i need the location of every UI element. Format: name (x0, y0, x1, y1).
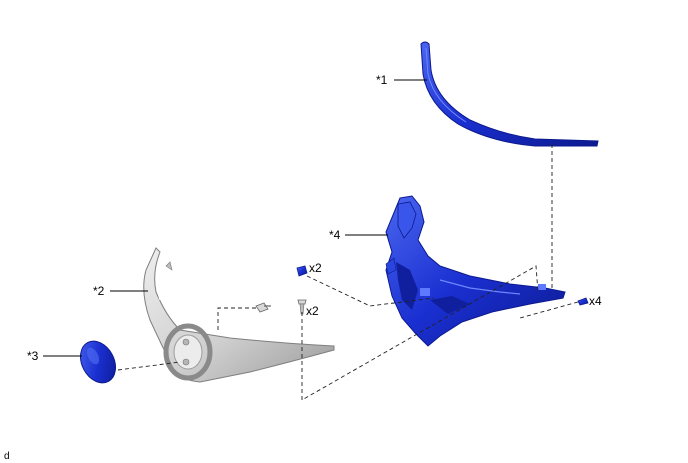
grille-garnish-part-2 (143, 247, 335, 383)
assembly-guide-lines (117, 144, 579, 401)
emblem-part-3 (79, 340, 117, 384)
callout-part-4: *4 (329, 228, 341, 242)
clip-right-blue (577, 297, 589, 306)
pin-clip-fastener (297, 299, 307, 315)
callout-leaders (43, 79, 427, 357)
callout-part-2: *2 (93, 284, 105, 298)
clip-upper-blue (296, 265, 308, 277)
quantity-right-clip: x4 (589, 294, 602, 308)
callout-part-3: *3 (27, 349, 39, 363)
screw-fastener (255, 302, 271, 313)
quantity-upper-clip: x2 (309, 261, 322, 275)
quantity-pin-clip: x2 (306, 304, 319, 318)
callout-part-1: *1 (376, 73, 388, 87)
bracket-assembly-part-4 (385, 195, 566, 347)
figure-footnote: d (4, 451, 10, 462)
upper-molding-part-1 (420, 41, 599, 147)
